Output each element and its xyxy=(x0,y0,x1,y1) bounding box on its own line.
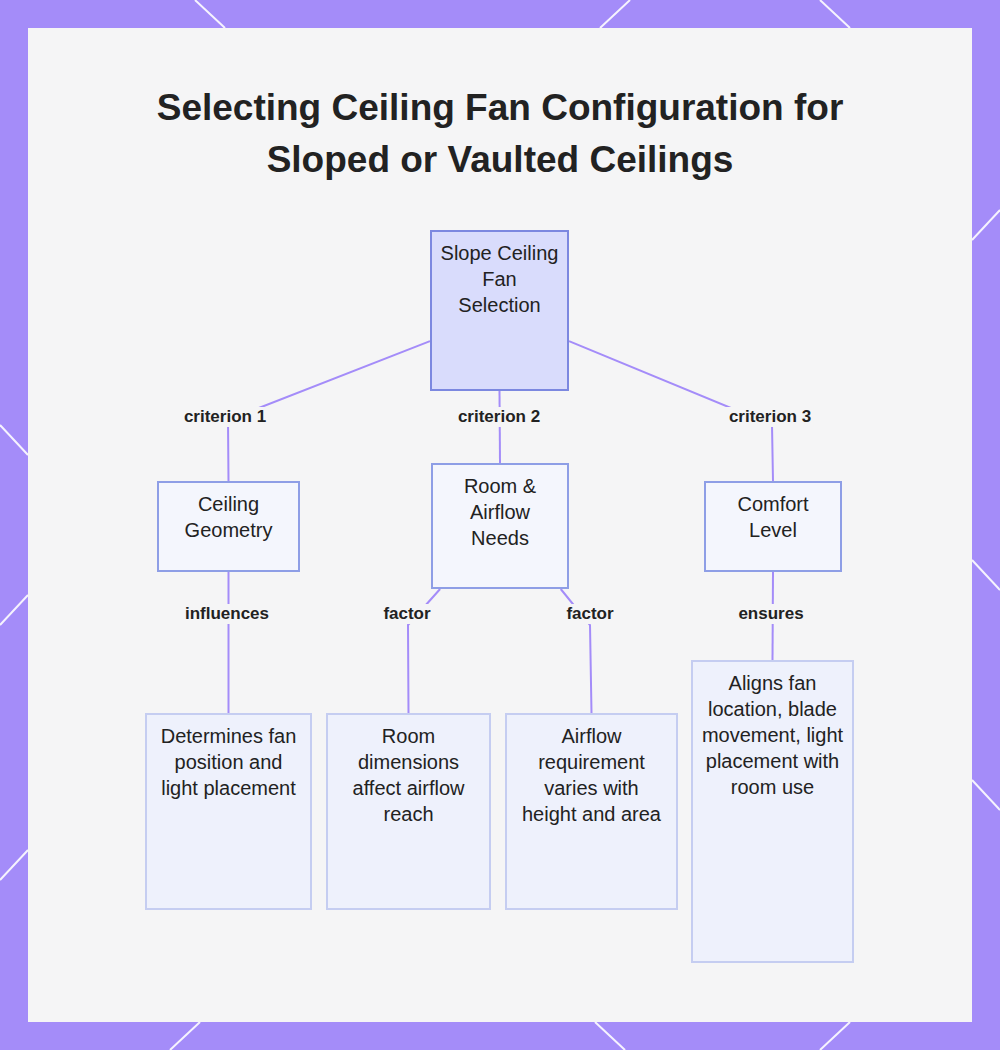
deco-line xyxy=(820,1022,850,1050)
node-text: Airflow requirement varies with height a… xyxy=(515,723,668,827)
deco-line xyxy=(600,0,630,28)
node-text: Ceiling Geometry xyxy=(167,491,290,543)
node-text: Determines fan position and light placem… xyxy=(155,723,302,801)
node-text: Room & Airflow Needs xyxy=(441,473,559,551)
node-text: Room dimensions affect airflow reach xyxy=(336,723,481,827)
detail-box: Determines fan position and light placem… xyxy=(145,713,312,910)
connector-line xyxy=(228,572,230,713)
edge-label: factor xyxy=(380,604,433,624)
edge-label: criterion 1 xyxy=(181,407,269,427)
edge-label: ensures xyxy=(735,604,806,624)
detail-box: Airflow requirement varies with height a… xyxy=(505,713,678,910)
deco-line xyxy=(972,210,1000,240)
root-box: Slope Ceiling Fan Selection xyxy=(430,230,569,391)
node-text: Slope Ceiling Fan Selection xyxy=(440,240,559,318)
deco-line xyxy=(972,560,1000,590)
deco-line xyxy=(820,0,850,28)
connector-line xyxy=(499,391,502,463)
edge-label: influences xyxy=(182,604,272,624)
criterion-box: Ceiling Geometry xyxy=(157,481,300,572)
criterion-box: Comfort Level xyxy=(704,481,842,572)
deco-line xyxy=(170,1022,200,1050)
diagram-title: Selecting Ceiling Fan Configuration for … xyxy=(100,82,900,186)
edge-label: criterion 3 xyxy=(726,407,814,427)
detail-box: Room dimensions affect airflow reach xyxy=(326,713,491,910)
deco-line xyxy=(0,595,28,625)
node-text: Aligns fan location, blade movement, lig… xyxy=(701,670,844,800)
deco-line xyxy=(0,850,28,880)
edge-label: factor xyxy=(563,604,616,624)
deco-line xyxy=(0,425,28,455)
deco-line xyxy=(195,0,225,28)
edge-label: criterion 2 xyxy=(455,407,543,427)
deco-line xyxy=(972,780,1000,810)
node-text: Comfort Level xyxy=(714,491,832,543)
detail-box: Aligns fan location, blade movement, lig… xyxy=(691,660,854,963)
deco-line xyxy=(595,1022,625,1050)
criterion-box: Room & Airflow Needs xyxy=(431,463,569,589)
